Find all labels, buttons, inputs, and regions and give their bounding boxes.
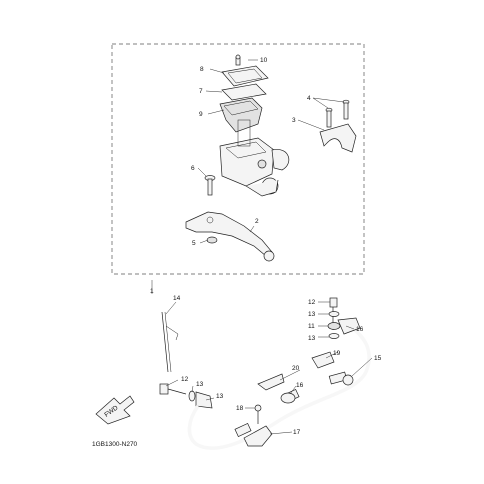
callout-5: 5: [192, 240, 196, 247]
plate-part-7: [221, 83, 267, 101]
callout-13-left-b: 13: [216, 393, 224, 400]
clamp-part-19: [311, 351, 335, 369]
brake-lever-part-2: [185, 211, 275, 262]
callout-11: 11: [308, 323, 315, 330]
diagram-code: 1GB1300-N270: [92, 441, 138, 448]
callout-2: 2: [255, 218, 259, 225]
bracket-part-20: [257, 373, 285, 391]
callout-9: 9: [199, 111, 203, 118]
callout-18: 18: [236, 405, 244, 412]
brake-hose: [187, 324, 371, 450]
callout-12-right: 12: [308, 299, 316, 306]
diaphragm-part-9: [219, 97, 263, 133]
screw-part-10: [235, 54, 241, 66]
callout-16: 16: [296, 382, 304, 389]
gasket-part-13-left: [188, 390, 213, 409]
callout-17: 17: [293, 429, 301, 436]
callout-8: 8: [200, 66, 204, 73]
callout-12-left: 12: [181, 376, 189, 383]
union-bolt-part-12-left: [159, 383, 187, 395]
callout-13-right-a: 13: [308, 311, 316, 318]
nut-part-5: [206, 236, 218, 244]
callout-13-right-b: 13: [308, 335, 316, 342]
master-cylinder-body: [219, 119, 290, 197]
cable-part-14: [161, 311, 179, 373]
callout-15: 15: [374, 355, 382, 362]
bolt-part-18: [254, 404, 262, 424]
bolt-part-4: [325, 99, 350, 128]
callout-labels: 10 8 7 9 4 3 6 2 5 1 14 12 13 13 12 13 1…: [150, 57, 382, 436]
cap-part-8: [221, 65, 269, 87]
grommet-part-16: [280, 392, 296, 404]
callout-13-left-a: 13: [196, 381, 204, 388]
guide-part-17: [243, 425, 273, 447]
callout-3: 3: [292, 117, 296, 124]
callout-10: 10: [260, 57, 268, 64]
callout-14: 14: [173, 295, 181, 302]
gasket-part-13-right: [328, 311, 340, 339]
callout-1: 1: [150, 288, 154, 295]
bolt-part-6: [204, 175, 216, 196]
callout-16-right: 16: [356, 326, 364, 333]
holder-part-3: [319, 123, 357, 153]
clamp-part-15: [342, 374, 354, 386]
assembly-boundary: [111, 43, 365, 275]
fwd-arrow: FWD: [95, 395, 135, 425]
callout-19: 19: [333, 350, 341, 357]
callout-4: 4: [307, 95, 311, 102]
callout-20: 20: [292, 365, 300, 372]
callout-7: 7: [199, 88, 203, 95]
leader-lines: [151, 59, 373, 435]
callout-6: 6: [191, 165, 195, 172]
